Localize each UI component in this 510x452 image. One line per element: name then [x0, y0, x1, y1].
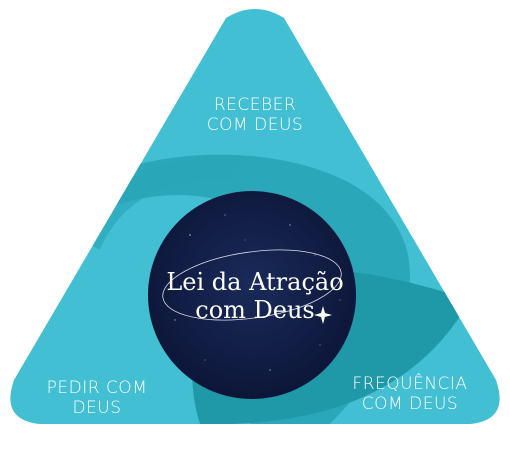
label-line: COM DEUS — [206, 115, 304, 135]
star-field — [174, 214, 341, 371]
label-receber-com-deus: RECEBER COM DEUS — [170, 95, 340, 135]
center-title: Lei da Atração com Deus — [150, 268, 360, 324]
label-line: PEDIR COM — [46, 378, 148, 398]
label-line: DEUS — [72, 398, 122, 418]
label-pedir-com-deus: PEDIR COM DEUS — [22, 378, 172, 418]
label-line: COM DEUS — [361, 394, 459, 414]
sparkle-star-icon — [314, 306, 332, 324]
center-title-line: Lei da Atração — [166, 268, 344, 296]
label-frequencia-com-deus: FREQUÊNCIA COM DEUS — [330, 374, 490, 414]
label-line: FREQUÊNCIA — [352, 374, 468, 394]
center-circle — [148, 191, 356, 399]
center-title-line: com Deus — [195, 296, 315, 324]
orbit-ring — [162, 249, 342, 321]
label-line: RECEBER — [213, 95, 297, 115]
